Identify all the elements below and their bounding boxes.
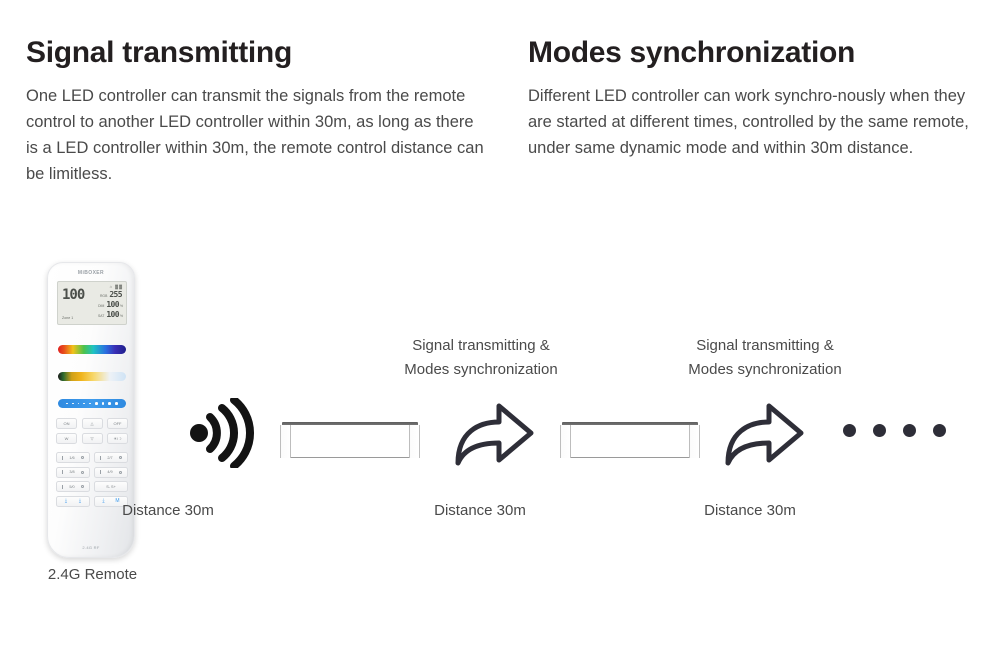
keypad-row-power: ON △ OFF [56,418,128,429]
remote-caption: 2.4G Remote [47,566,138,583]
zone-dot-icon [80,456,84,459]
lcd-zone-label: Zone 1 [62,316,74,320]
arrow-caption-2: Signal transmitting & Modes synchronizat… [650,334,880,382]
button-zone-4-9-label: 4/9 [107,470,113,474]
zone-bar-icon [62,470,64,474]
keypad-row-mode: W ▽ ☀/☽ [56,432,128,444]
save-icon: ⤓ [78,498,82,504]
distance-label-2: Distance 30m [434,502,526,519]
arrow-caption-2-line-2: Modes synchronization [688,361,842,378]
remote-lcd-screen: ⌂ ▓▓ 100 Zone 1 RGB 255 DIM 100 % SAT 10… [57,281,127,325]
section-body-signal-transmitting: One LED controller can transmit the sign… [26,87,484,183]
distance-label-3: Distance 30m [704,502,796,519]
brightness-strip-dots [58,399,126,408]
led-bar-body [560,425,700,458]
button-zone-3-8-label: 3/8 [69,470,75,474]
page-title-signal-transmitting: Signal transmitting [26,36,292,69]
zone-bar-icon [100,470,102,474]
curved-arrow-icon-2 [722,398,806,468]
lcd-value-rgb: 255 [109,290,122,299]
led-bar-body [280,425,420,458]
zone-dot-icon [118,456,122,459]
lcd-unit-sat: % [119,314,123,318]
led-bar-end-cap-right [409,425,420,458]
led-bar-end-cap-left [280,425,291,458]
button-zone-2-7[interactable]: 2/7 [94,452,128,463]
button-save-group-right[interactable]: ⤓ M [94,495,128,507]
brightness-strip[interactable] [58,399,126,408]
button-on[interactable]: ON [56,418,77,429]
zone-bar-icon [62,455,64,460]
button-brightness-down[interactable]: ▽ [81,432,103,444]
button-save-group-left[interactable]: ⤓ ⤓ [56,495,90,507]
led-bar-top-edge [282,422,418,426]
curved-arrow-icon-1 [452,398,536,468]
button-zone-1-6-label: 1/6 [69,455,75,460]
lcd-status-icons: ⌂ ▓▓ [109,284,123,289]
lcd-value-dim: 100 [106,300,119,309]
button-brightness-up[interactable]: △ [81,418,103,429]
remote-keypad: ON △ OFF W ▽ ☀/☽ 1/6 2/7 [56,418,128,510]
lcd-row-sat: SAT 100 % [83,310,123,320]
continuation-dot [873,424,886,437]
lcd-main-value: 100 [62,287,85,303]
arrow-caption-1-line-2: Modes synchronization [404,361,558,378]
zone-bar-icon [62,484,64,489]
lcd-row-rgb: RGB 255 [83,290,123,300]
continuation-dot [903,424,916,437]
lcd-label-rgb: RGB [99,294,108,298]
led-controller-bar-1 [280,422,420,458]
lcd-unit-dim: % [119,304,123,308]
button-zone-3-8[interactable]: 3/8 [56,466,90,478]
lcd-row-dim: DIM 100 % [83,300,123,310]
continuation-dot [933,424,946,437]
remote-control-device: MiBOXER ⌂ ▓▓ 100 Zone 1 RGB 255 DIM 100 … [47,262,135,558]
section-modes-synchronization: Modes synchronization Different LED cont… [528,36,980,161]
button-white[interactable]: W [56,432,77,444]
zone-bar-icon [100,455,102,460]
zone-dot-icon [80,470,84,474]
remote-footer-brand: 2.4G RF [82,545,100,550]
save-icon: ⤓ [102,498,105,504]
section-signal-transmitting: Signal transmitting One LED controller c… [26,36,486,187]
button-zone-4-9[interactable]: 4/9 [94,466,128,478]
save-icon: ⤓ [64,498,68,504]
led-controller-bar-2 [560,422,700,458]
continuation-dot [843,424,856,437]
keypad-row-zone-1: 1/6 2/7 [56,452,128,463]
button-speed[interactable]: S- S+ [94,481,128,492]
cct-color-strip[interactable] [58,372,126,381]
led-bar-end-cap-left [560,425,571,458]
led-bar-end-cap-right [689,425,700,458]
section-body-modes-synchronization: Different LED controller can work synchr… [528,87,969,157]
keypad-row-zone-3: 5/0 S- S+ [56,481,128,492]
button-zone-5-0-label: 5/0 [69,484,75,489]
arrow-caption-1: Signal transmitting & Modes synchronizat… [366,334,596,382]
distance-label-1: Distance 30m [122,502,214,519]
signal-waves-icon [186,396,258,470]
keypad-row-save: ⤓ ⤓ ⤓ M [56,495,128,507]
lcd-label-dim: DIM [98,304,105,308]
button-zone-5-0[interactable]: 5/0 [56,481,90,492]
rgb-color-strip[interactable] [58,345,126,354]
button-zone-1-6[interactable]: 1/6 [56,452,90,463]
lcd-value-rows: RGB 255 DIM 100 % SAT 100 % [83,290,123,320]
zone-dot-icon [118,470,122,474]
arrow-caption-1-line-1: Signal transmitting & [412,337,550,354]
led-bar-top-edge [562,422,698,426]
continuation-dots [843,424,946,437]
button-off[interactable]: OFF [107,418,128,429]
lcd-value-sat: 100 [106,310,119,319]
button-zone-2-7-label: 2/7 [107,455,113,460]
remote-brand-logo: MiBOXER [77,270,105,276]
mode-icon: M [115,498,120,504]
arrow-caption-2-line-1: Signal transmitting & [696,337,834,354]
lcd-label-sat: SAT [97,314,105,318]
page-title-modes-synchronization: Modes synchronization [528,36,856,69]
zone-dot-icon [80,485,84,488]
keypad-row-zone-2: 3/8 4/9 [56,466,128,478]
button-cct-toggle[interactable]: ☀/☽ [107,432,128,444]
